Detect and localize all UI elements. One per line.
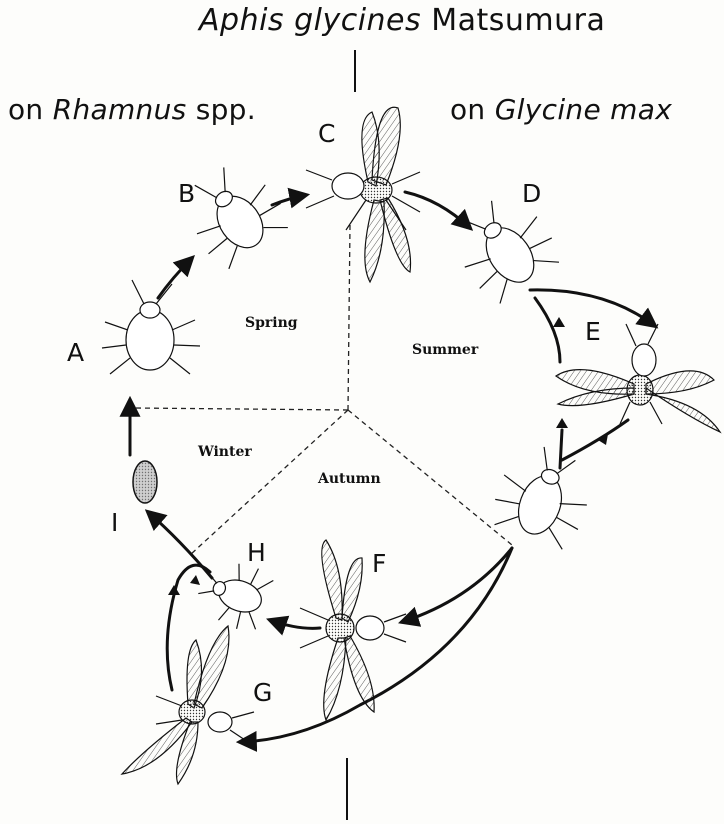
host-label-right: on Glycine max [450, 96, 672, 124]
host-left-prefix: on [8, 93, 53, 126]
stage-label-a: A [67, 340, 84, 365]
title-author: Matsumura [421, 3, 605, 38]
aphid-f [300, 540, 406, 720]
title-species: Aphis glycines [199, 3, 421, 38]
host-label-left: on Rhamnus spp. [8, 96, 256, 124]
host-left-genus: Rhamnus [53, 93, 187, 126]
stage-label-d: D [522, 181, 541, 206]
stage-label-i: I [111, 510, 118, 535]
stage-label-f: F [372, 551, 386, 576]
stage-label-b: B [178, 181, 195, 206]
diagram-title: Aphis glycines Matsumura [199, 6, 605, 36]
arrow-summer-to-loop [560, 430, 562, 468]
arrow-f-to-h [270, 620, 320, 628]
season-dividers [135, 225, 512, 555]
arrow-c-to-d [405, 192, 470, 228]
arrow-h-to-i [148, 512, 212, 578]
stage-label-g: G [253, 680, 272, 705]
arrow-e-to-d [535, 298, 560, 362]
host-left-suffix: spp. [187, 93, 256, 126]
aphid-summer-wingless [487, 437, 600, 552]
stage-label-h: H [247, 540, 266, 565]
season-summer: Summer [412, 343, 478, 357]
host-right-prefix: on [450, 93, 495, 126]
arrow-b-to-c [272, 195, 306, 205]
arrow-e-to-summer-aphid [562, 420, 628, 460]
aphid-a [102, 280, 200, 374]
arrow-a-to-b [158, 258, 192, 298]
host-right-species: Glycine max [495, 93, 672, 126]
season-winter: Winter [198, 445, 252, 459]
aphid-e [556, 324, 720, 432]
arrow-to-f [402, 548, 512, 622]
aphid-b [172, 151, 295, 274]
season-autumn: Autumn [318, 472, 381, 486]
stage-label-c: C [318, 121, 335, 146]
season-spring: Spring [245, 316, 298, 330]
aphid-g [122, 626, 254, 784]
stage-label-e: E [585, 319, 601, 344]
